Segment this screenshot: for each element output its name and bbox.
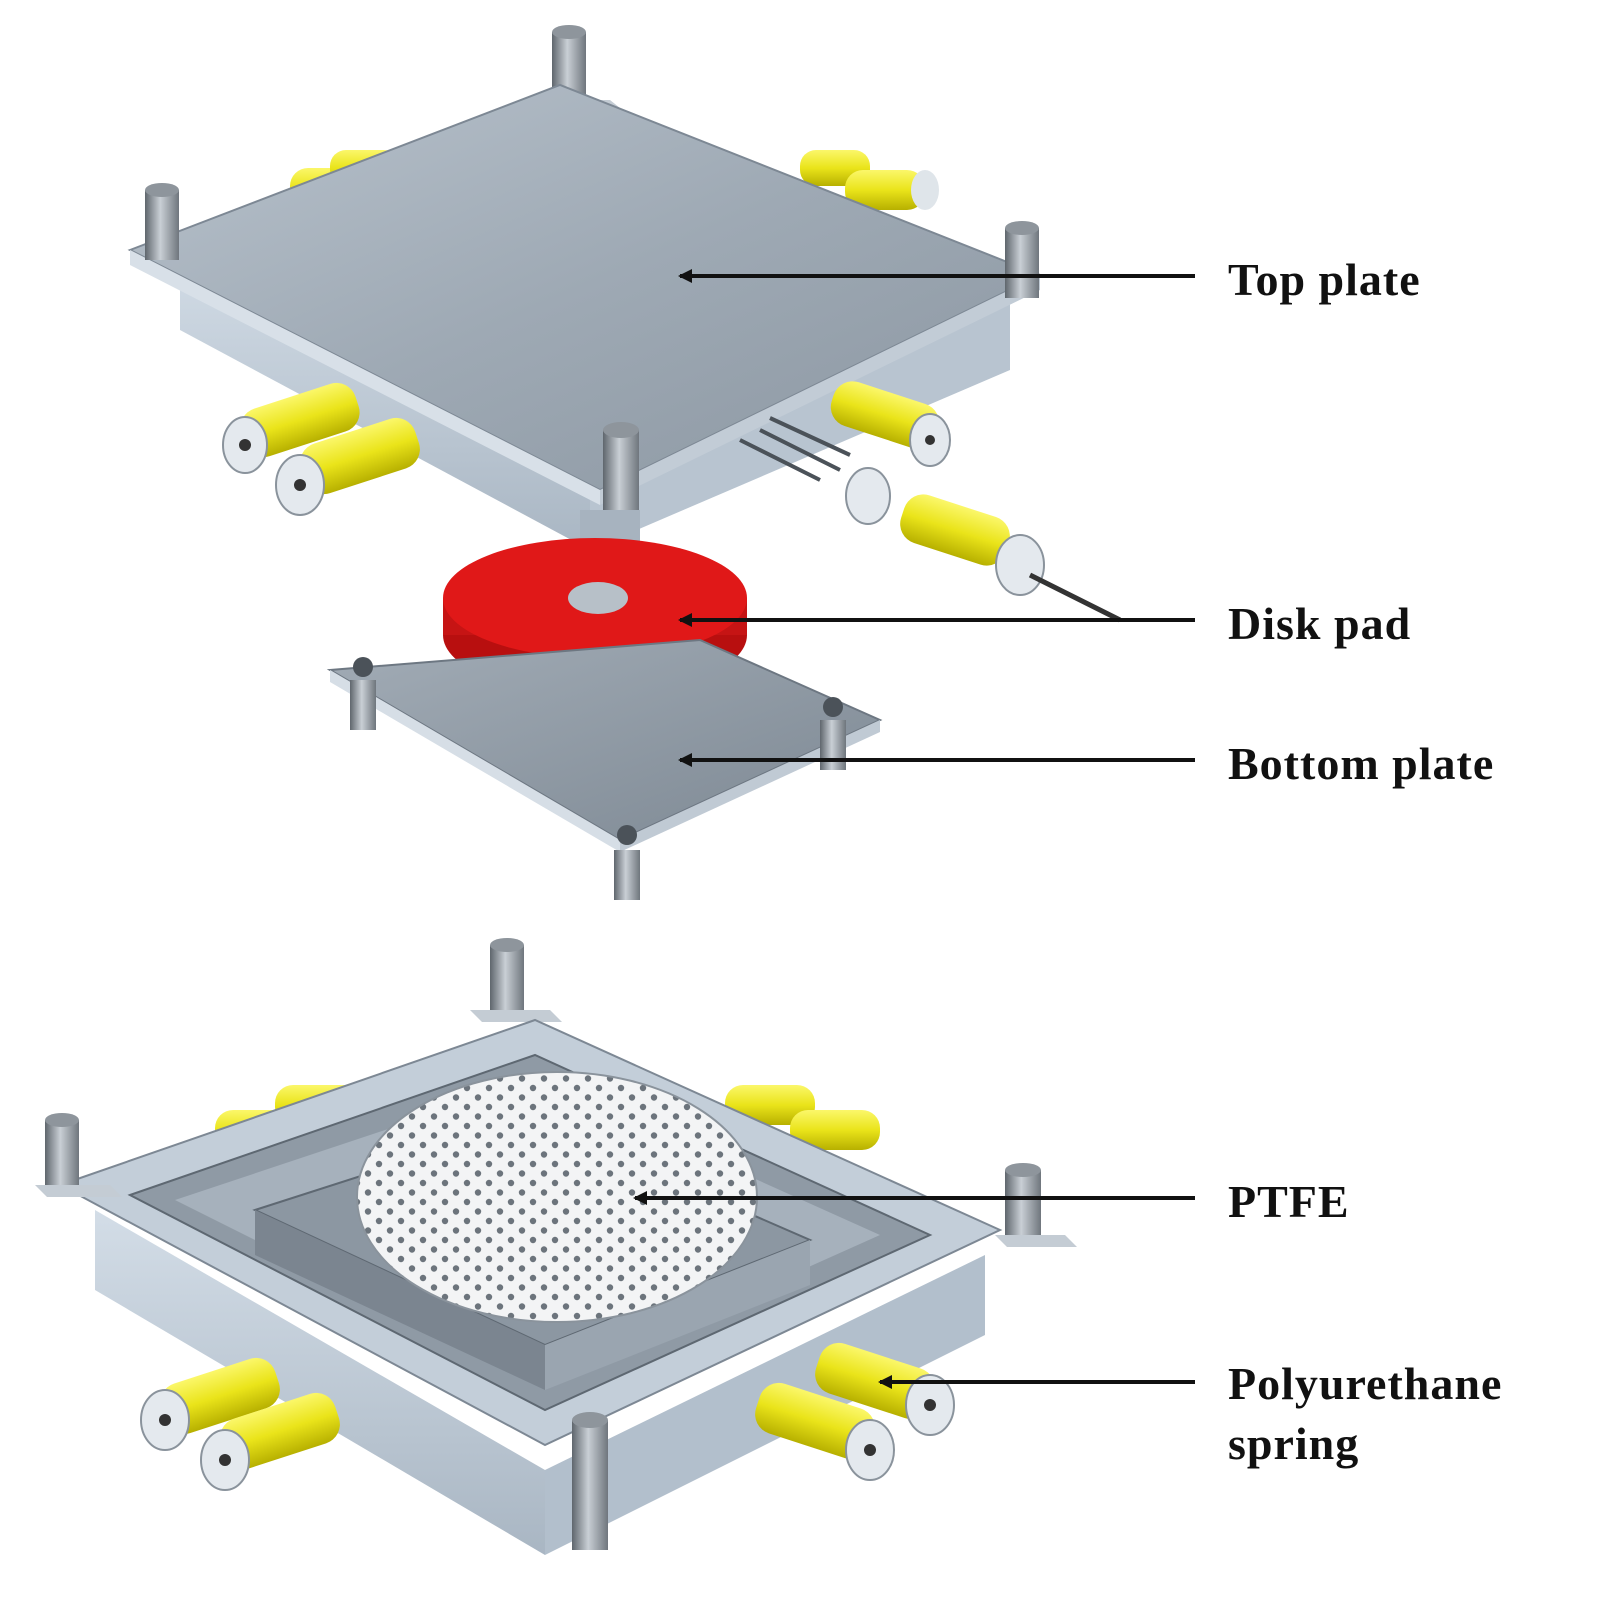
label-ptfe: PTFE <box>1228 1176 1350 1227</box>
spring-icon <box>845 170 939 210</box>
leader-arrows <box>633 269 1195 1389</box>
pin-icon <box>603 422 639 515</box>
label-top-plate: Top plate <box>1228 254 1421 305</box>
pin-icon <box>572 1412 608 1550</box>
spring-icon <box>815 1342 955 1436</box>
spring-icon <box>790 1110 880 1150</box>
pin-icon <box>145 183 179 260</box>
pin-icon <box>995 1163 1077 1247</box>
pin-icon <box>614 825 640 900</box>
spring-icon <box>275 417 420 516</box>
frame-front-left <box>95 1210 545 1555</box>
spring-icon <box>845 467 1122 623</box>
pin-icon <box>35 1113 122 1197</box>
label-bottom-plate: Bottom plate <box>1228 738 1495 789</box>
pin-icon <box>470 938 562 1022</box>
spring-icon <box>200 1392 340 1491</box>
label-disk-pad: Disk pad <box>1228 598 1412 649</box>
pin-icon <box>1005 221 1039 298</box>
spring-icon <box>830 381 951 467</box>
spring-icon <box>222 382 360 474</box>
label-spring: spring <box>1228 1418 1360 1469</box>
pin-icon <box>350 657 376 730</box>
bolt-rods <box>739 416 851 482</box>
spring-icon <box>140 1357 280 1451</box>
label-polyurethane: Polyurethane <box>1228 1358 1503 1409</box>
spring-icon <box>755 1382 895 1481</box>
bottom-plate-surface <box>326 638 883 842</box>
